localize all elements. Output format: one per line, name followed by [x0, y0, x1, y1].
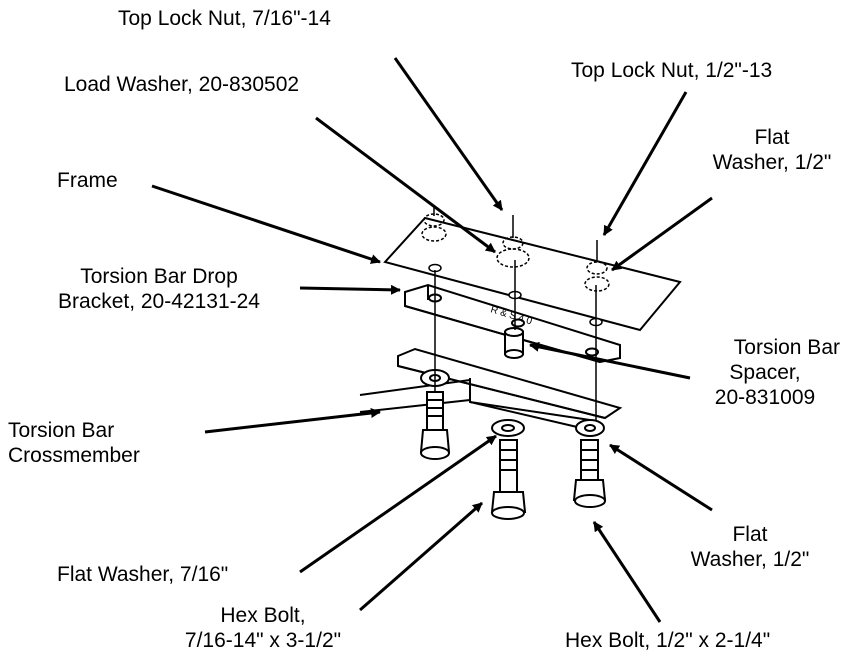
- arrow-load-washer: [315, 116, 496, 254]
- label-top-lock-nut-7-16: Top Lock Nut, 7/16"-14: [118, 7, 331, 30]
- label-line: 20-831009: [714, 386, 816, 409]
- hex-bolt-7-16: [490, 439, 527, 520]
- label-flat-washer-bottom-right: Flat Washer, 1/2": [680, 522, 820, 572]
- hex-bolt-left: [419, 391, 451, 460]
- arrow-drop-bracket: [299, 284, 401, 295]
- label-torsion-bar-spacer: Torsion Bar Spacer, 20-831009: [690, 335, 840, 410]
- arrow-crossmember: [204, 408, 381, 434]
- hex-bolt-1-2: [572, 439, 607, 508]
- label-line: Washer, 1/2": [690, 548, 810, 571]
- arrow-flat-washer-top-right: [611, 196, 713, 272]
- load-washer-center: [496, 215, 530, 268]
- bolt-shafts: [434, 260, 597, 420]
- arrow-hex-bolt-1-2: [592, 521, 662, 623]
- label-hex-bolt-1-2: Hex Bolt, 1/2" x 2-1/4": [565, 629, 771, 652]
- arrow-flat-washer-7-16: [299, 434, 497, 574]
- label-line: 7/16-14" x 3-1/2": [184, 629, 342, 652]
- top-lock-nut-7-16-left: [421, 205, 447, 242]
- label-line: Crossmember: [8, 444, 140, 467]
- torsion-bar-crossmember-part: [359, 347, 623, 431]
- label-line: Spacer,: [729, 361, 801, 384]
- label-line: Torsion Bar Drop: [80, 265, 238, 288]
- label-line: Torsion Bar: [8, 419, 115, 442]
- label-line: Hex Bolt,: [220, 604, 306, 627]
- frame-plate: [383, 216, 682, 332]
- arrow-flat-washer-bottom-right: [609, 443, 713, 512]
- arrow-spacer: [529, 341, 691, 380]
- label-flat-washer-7-16: Flat Washer, 7/16": [57, 563, 229, 586]
- arrow-frame: [151, 184, 381, 264]
- label-hex-bolt-7-16: Hex Bolt, 7/16-14" x 3-1/2": [148, 603, 378, 653]
- top-lock-nut-1-2-right: [584, 240, 610, 292]
- leader-arrows: [151, 57, 713, 623]
- label-line: Bracket, 20-42131-24: [58, 290, 260, 313]
- label-line: Flat: [754, 126, 790, 149]
- label-line: Washer, 1/2": [712, 151, 832, 174]
- arrow-top-lock-nut-7-16: [393, 57, 504, 211]
- label-frame: Frame: [57, 169, 118, 192]
- arrow-top-lock-nut-1-2: [602, 91, 688, 236]
- flat-washers-bottom: [420, 369, 605, 437]
- label-flat-washer-top-right: Flat Washer, 1/2": [702, 125, 842, 175]
- arrow-hex-bolt-7-16: [359, 501, 483, 612]
- label-load-washer: Load Washer, 20-830502: [64, 73, 300, 96]
- label-torsion-bar-crossmember: Torsion Bar Crossmember: [8, 418, 140, 468]
- label-drop-bracket: Torsion Bar Drop Bracket, 20-42131-24: [34, 264, 284, 314]
- label-top-lock-nut-1-2: Top Lock Nut, 1/2"-13: [571, 59, 773, 82]
- label-line: Torsion Bar: [733, 336, 840, 359]
- torsion-bar-spacer-part: [504, 327, 524, 359]
- label-line: Flat: [732, 523, 768, 546]
